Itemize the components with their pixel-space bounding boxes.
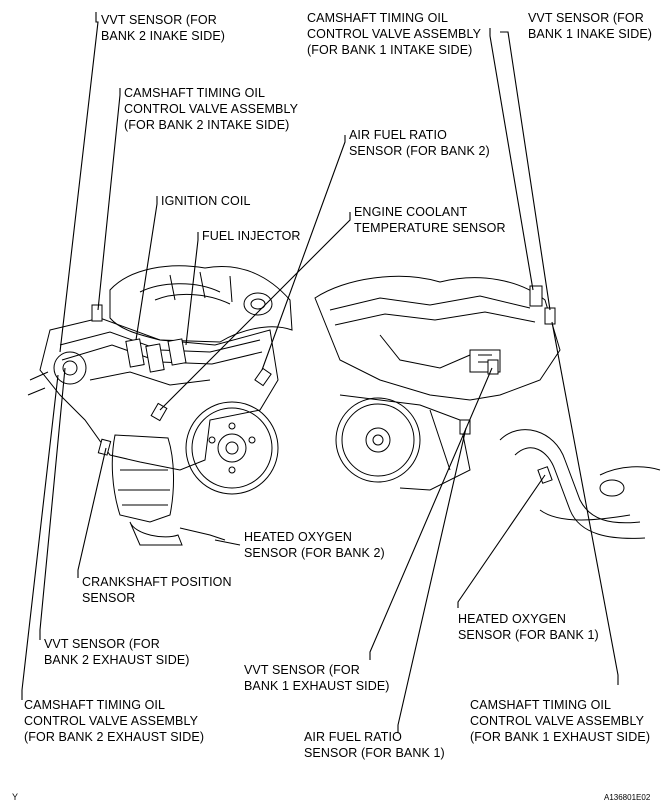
left-engine-drawing <box>27 265 293 546</box>
label-ect-sensor: ENGINE COOLANT TEMPERATURE SENSOR <box>354 205 506 235</box>
label-vvt-bank2-intake: VVT SENSOR (FOR BANK 2 INAKE SIDE) <box>101 13 226 43</box>
label-af-bank1: AIR FUEL RATIO SENSOR (FOR BANK 1) <box>304 730 445 760</box>
label-af-bank2: AIR FUEL RATIO SENSOR (FOR BANK 2) <box>349 128 490 158</box>
label-ho2-bank2: HEATED OXYGEN SENSOR (FOR BANK 2) <box>244 530 385 560</box>
label-vvt-bank1-exhaust: VVT SENSOR (FOR BANK 1 EXHAUST SIDE) <box>244 663 390 693</box>
figure-code: A136801E02 <box>604 793 651 802</box>
label-ocv-bank1-intake: CAMSHAFT TIMING OIL CONTROL VALVE ASSEMB… <box>307 11 482 57</box>
label-ckp-sensor: CRANKSHAFT POSITION SENSOR <box>82 575 232 605</box>
label-ocv-bank1-exhaust: CAMSHAFT TIMING OIL CONTROL VALVE ASSEMB… <box>470 698 651 744</box>
label-ignition-coil: IGNITION COIL <box>161 194 251 208</box>
right-engine-drawing <box>314 275 661 539</box>
label-ho2-bank1: HEATED OXYGEN SENSOR (FOR BANK 1) <box>458 612 599 642</box>
label-ocv-bank2-exhaust: CAMSHAFT TIMING OIL CONTROL VALVE ASSEMB… <box>24 698 205 744</box>
corner-letter: Y <box>12 792 19 802</box>
label-ocv-bank2-intake: CAMSHAFT TIMING OIL CONTROL VALVE ASSEMB… <box>124 86 299 132</box>
leader-lines <box>21 12 619 733</box>
label-vvt-bank2-exhaust: VVT SENSOR (FOR BANK 2 EXHAUST SIDE) <box>44 637 190 667</box>
label-fuel-injector: FUEL INJECTOR <box>202 229 301 243</box>
label-vvt-bank1-intake: VVT SENSOR (FOR BANK 1 INAKE SIDE) <box>528 11 653 41</box>
